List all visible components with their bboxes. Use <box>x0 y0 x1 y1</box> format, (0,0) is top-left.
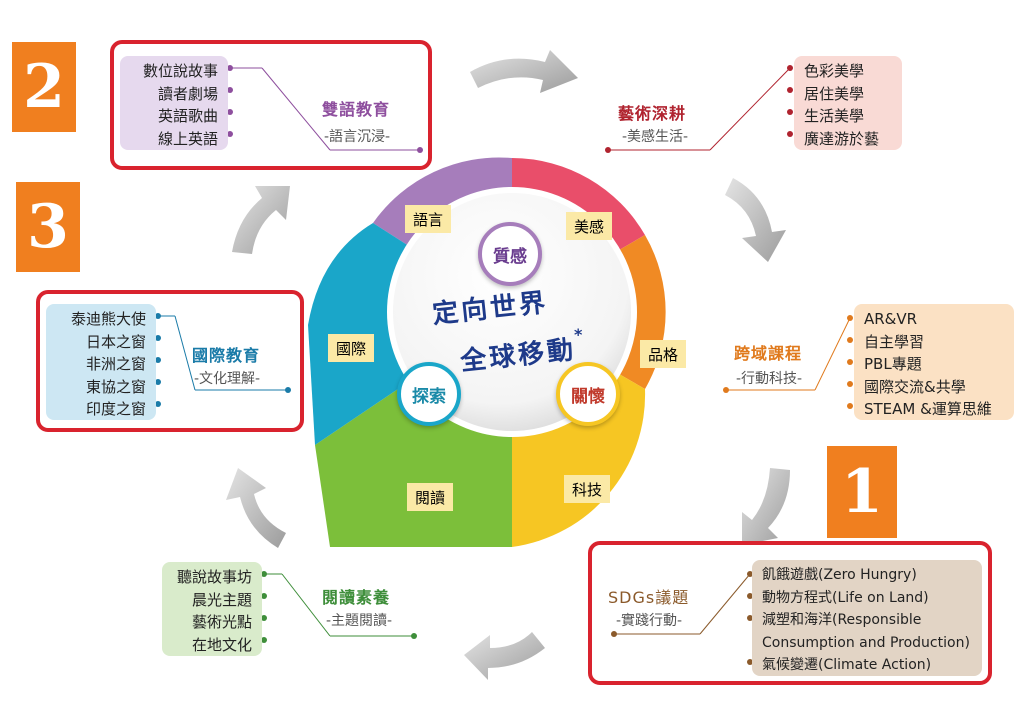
arrow-right-upper <box>725 178 786 262</box>
list-item: 東協之窗 <box>85 377 146 396</box>
segment-label-language: 語言 <box>405 205 451 233</box>
badge-quality: 質感 <box>478 222 542 286</box>
list-item: 廣達游於藝 <box>804 129 880 148</box>
arrow-left-upper <box>232 186 290 254</box>
highlight-frame-sdgs <box>588 541 992 685</box>
list-item: 數位說故事 <box>142 62 218 80</box>
cycle-arrows <box>226 50 790 680</box>
list-item: AR&VR <box>864 310 918 328</box>
arrow-top-right <box>470 50 578 93</box>
highlight-frame-international <box>36 290 304 432</box>
crossdomain-subtitle: -行動科技- <box>736 371 803 387</box>
crossdomain-title: 跨域課程 <box>734 344 803 363</box>
segment-label-aesthetics: 美感 <box>566 212 612 240</box>
badge-explore: 探索 <box>397 362 461 426</box>
list-item: 非洲之窗 <box>85 355 146 373</box>
list-item: 生活美學 <box>804 107 865 125</box>
badge-care: 關懷 <box>556 362 620 426</box>
bilingual-items: 數位說故事 讀者劇場 英語歌曲 線上英語 <box>120 56 228 150</box>
list-item: PBL專題 <box>864 355 922 373</box>
international-subtitle: -文化理解- <box>194 371 261 387</box>
list-item: 日本之窗 <box>85 332 146 351</box>
sdgs-title: SDGs議題 <box>608 588 690 607</box>
segment-label-character: 品格 <box>640 340 686 368</box>
arts-items: 色彩美學 居住美學 生活美學 廣達游於藝 <box>794 56 902 150</box>
number-tag-1: 1 <box>827 446 897 538</box>
list-item: 國際交流&共學 <box>864 377 966 396</box>
international-items: 泰迪熊大使 日本之窗 非洲之窗 東協之窗 印度之窗 <box>46 304 156 420</box>
reading-title: 閱讀素養 <box>322 588 391 607</box>
arrow-left-lower <box>226 468 286 548</box>
list-item: 動物方程式(Life on Land) <box>762 589 929 606</box>
list-item: 泰迪熊大使 <box>70 310 146 328</box>
arts-subtitle: -美感生活- <box>622 129 689 145</box>
bilingual-subtitle: -語言沉浸- <box>324 129 391 145</box>
highlight-frame-bilingual <box>110 40 432 170</box>
list-item: 晨光主題 <box>191 590 252 609</box>
number-tag-2: 2 <box>12 42 76 132</box>
list-item: 印度之窗 <box>85 400 146 418</box>
list-item: 藝術光點 <box>191 613 252 631</box>
reading-subtitle: -主題閱讀- <box>326 613 393 629</box>
badge-explore-label: 探索 <box>412 386 446 407</box>
segment-label-reading: 閱讀 <box>407 483 453 511</box>
segment-label-international: 國際 <box>328 334 374 362</box>
list-item: 色彩美學 <box>804 62 865 80</box>
list-item: Consumption and Production) <box>762 634 970 651</box>
bilingual-title: 雙語教育 <box>322 100 391 119</box>
arts-title: 藝術深耕 <box>618 104 687 123</box>
list-item: 讀者劇場 <box>157 84 218 103</box>
sdgs-subtitle: -實踐行動- <box>616 613 683 629</box>
list-item: 氣候變遷(Climate Action) <box>762 657 932 673</box>
list-item: 英語歌曲 <box>157 107 218 125</box>
list-item: STEAM &運算思維 <box>864 400 992 418</box>
list-item: 減塑和海洋(Responsible <box>762 612 922 628</box>
list-item: 聽說故事坊 <box>176 568 252 586</box>
list-item: 自主學習 <box>864 332 925 351</box>
crossdomain-items: AR&VR 自主學習 PBL專題 國際交流&共學 STEAM &運算思維 <box>854 304 1014 420</box>
sdgs-items: 飢餓遊戲(Zero Hungry) 動物方程式(Life on Land) 減塑… <box>752 560 982 676</box>
badge-quality-label: 質感 <box>493 246 527 267</box>
list-item: 線上英語 <box>157 129 218 148</box>
badge-care-label: 關懷 <box>571 386 605 407</box>
number-tag-3: 3 <box>16 182 80 272</box>
arrow-bottom <box>464 632 545 680</box>
list-item: 在地文化 <box>191 635 252 654</box>
international-title: 國際教育 <box>192 346 261 365</box>
list-item: 飢餓遊戲(Zero Hungry) <box>762 567 917 583</box>
center-title-star: * <box>574 325 583 344</box>
list-item: 居住美學 <box>804 84 865 103</box>
arrow-right-lower <box>742 468 790 545</box>
segment-label-technology: 科技 <box>564 475 610 503</box>
reading-items: 聽說故事坊 晨光主題 藝術光點 在地文化 <box>162 562 262 656</box>
